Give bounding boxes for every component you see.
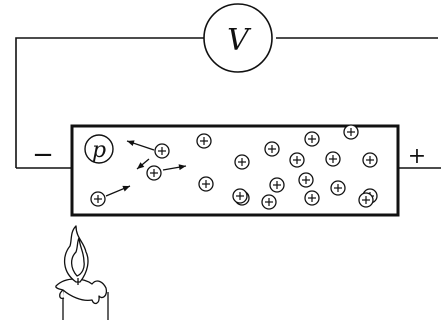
positive-ion <box>198 176 214 192</box>
positive-ion <box>261 194 277 210</box>
positive-ion <box>358 192 374 208</box>
positive-terminal-label: + <box>408 144 426 169</box>
positive-ion <box>304 131 320 147</box>
particle-circle <box>84 134 114 164</box>
negative-terminal-label: − <box>32 140 54 170</box>
flame-inner <box>70 237 85 277</box>
candle <box>55 225 109 320</box>
voltmeter-circle <box>203 3 273 73</box>
particle-label: p <box>92 138 106 163</box>
positive-ion <box>90 191 106 207</box>
positive-ion <box>146 165 162 181</box>
positive-ion <box>298 172 314 188</box>
positive-ion <box>343 124 359 140</box>
positive-ion <box>289 152 305 168</box>
incident-particle: p <box>84 134 114 164</box>
left-wire <box>15 37 204 168</box>
positive-ion <box>304 190 320 206</box>
positive-ions <box>90 124 378 210</box>
positive-ion <box>269 177 285 193</box>
arrowhead <box>127 140 135 147</box>
candle-drip <box>59 289 65 300</box>
positive-ion <box>325 151 341 167</box>
voltmeter: V <box>203 3 273 73</box>
arrowhead <box>137 162 145 169</box>
positive-ion <box>196 133 212 149</box>
positive-ion <box>264 141 280 157</box>
circuit-wires <box>15 37 441 169</box>
positive-ion <box>362 152 378 168</box>
ion-motion-arrows <box>105 140 187 197</box>
positive-ion <box>234 154 250 170</box>
positive-ion <box>232 188 248 204</box>
positive-ion <box>330 180 346 196</box>
arrowhead <box>178 164 186 171</box>
positive-ion <box>154 143 170 159</box>
voltmeter-label: V <box>227 23 252 58</box>
arrowhead <box>122 185 130 192</box>
